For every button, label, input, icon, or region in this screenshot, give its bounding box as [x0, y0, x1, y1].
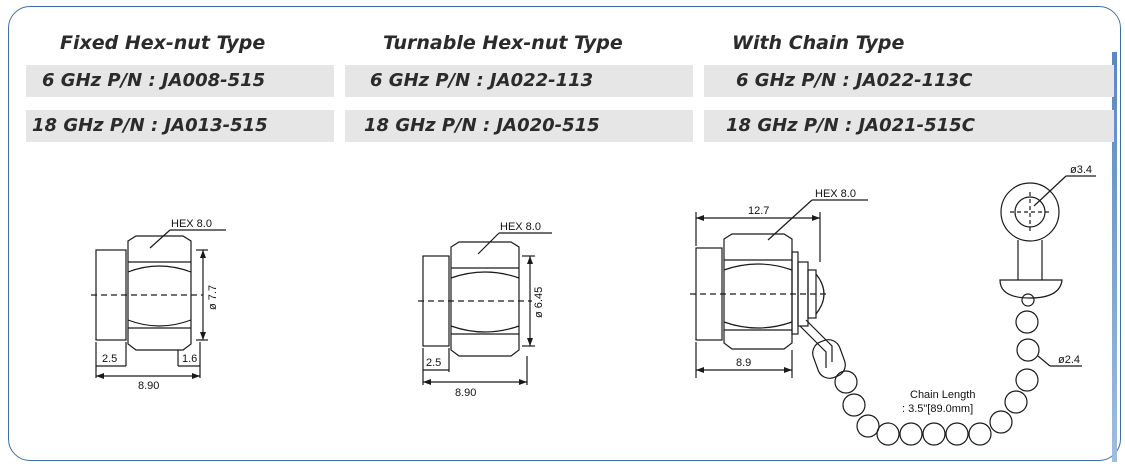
- pn-6ghz-fixed: 6 GHz P/N : JA008-515: [42, 70, 266, 91]
- pn-18ghz-fixed: 18 GHz P/N : JA013-515: [32, 115, 268, 136]
- chain-hex-outline: [723, 233, 793, 350]
- chain-shank-rect: [695, 247, 723, 341]
- pn-band-18ghz-fixed: [26, 110, 334, 142]
- pn-band-6ghz-chain: [704, 65, 1114, 97]
- pn-band-18ghz-turnable: [345, 110, 693, 142]
- column-title-chain: With Chain Type: [732, 32, 905, 54]
- column-title-turnable: Turnable Hex-nut Type: [383, 32, 623, 54]
- fixed-hex-outline: [127, 235, 192, 351]
- turnable-left-dim-label: 2.5: [426, 357, 441, 369]
- turnable-total-dim-label: 8.90: [455, 387, 476, 399]
- drawing-turnable-hexnut: [418, 232, 552, 385]
- turnable-hex-label: HEX 8.0: [500, 221, 541, 233]
- fixed-hex-label: HEX 8.0: [171, 218, 212, 230]
- pn-18ghz-turnable: 18 GHz P/N : JA020-515: [364, 115, 600, 136]
- ring-outer: [1000, 182, 1060, 242]
- fixed-left-dim-label: 2.5: [102, 353, 117, 365]
- frame-accent-bar: [1112, 52, 1117, 462]
- pn-band-6ghz-fixed: [26, 65, 334, 97]
- fixed-total-dim-label: 8.90: [138, 380, 159, 392]
- pn-6ghz-chain: 6 GHz P/N : JA022-113C: [736, 70, 973, 91]
- ring-diameter-label: ø3.4: [1070, 164, 1092, 176]
- chain-hex-label: HEX 8.0: [815, 188, 856, 200]
- fixed-diameter-label: ø 7.7: [207, 285, 219, 310]
- chain-length-label-line1: Chain Length: [910, 389, 975, 401]
- pn-6ghz-turnable: 6 GHz P/N : JA022-113: [370, 70, 594, 91]
- pn-band-6ghz-turnable: [345, 65, 693, 97]
- chain-length-label-line2: : 3.5"[89.0mm]: [902, 403, 973, 415]
- column-title-fixed: Fixed Hex-nut Type: [60, 32, 266, 54]
- turnable-hex-outline: [450, 241, 520, 357]
- bead-diameter-label: ø2.4: [1058, 354, 1080, 366]
- drawing-fixed-hexnut: [91, 229, 226, 378]
- fixed-right-dim-label: 1.6: [182, 353, 197, 365]
- drawing-chain-type: [690, 175, 1096, 446]
- pn-band-18ghz-chain: [704, 110, 1114, 142]
- chain-body-dim-label: 8.9: [736, 357, 751, 369]
- pn-18ghz-chain: 18 GHz P/N : JA021-515C: [726, 115, 975, 136]
- chain-length-dim-label: 12.7: [748, 205, 769, 217]
- turnable-shank-rect: [422, 255, 450, 347]
- turnable-diameter-label: ø 6.45: [533, 287, 545, 318]
